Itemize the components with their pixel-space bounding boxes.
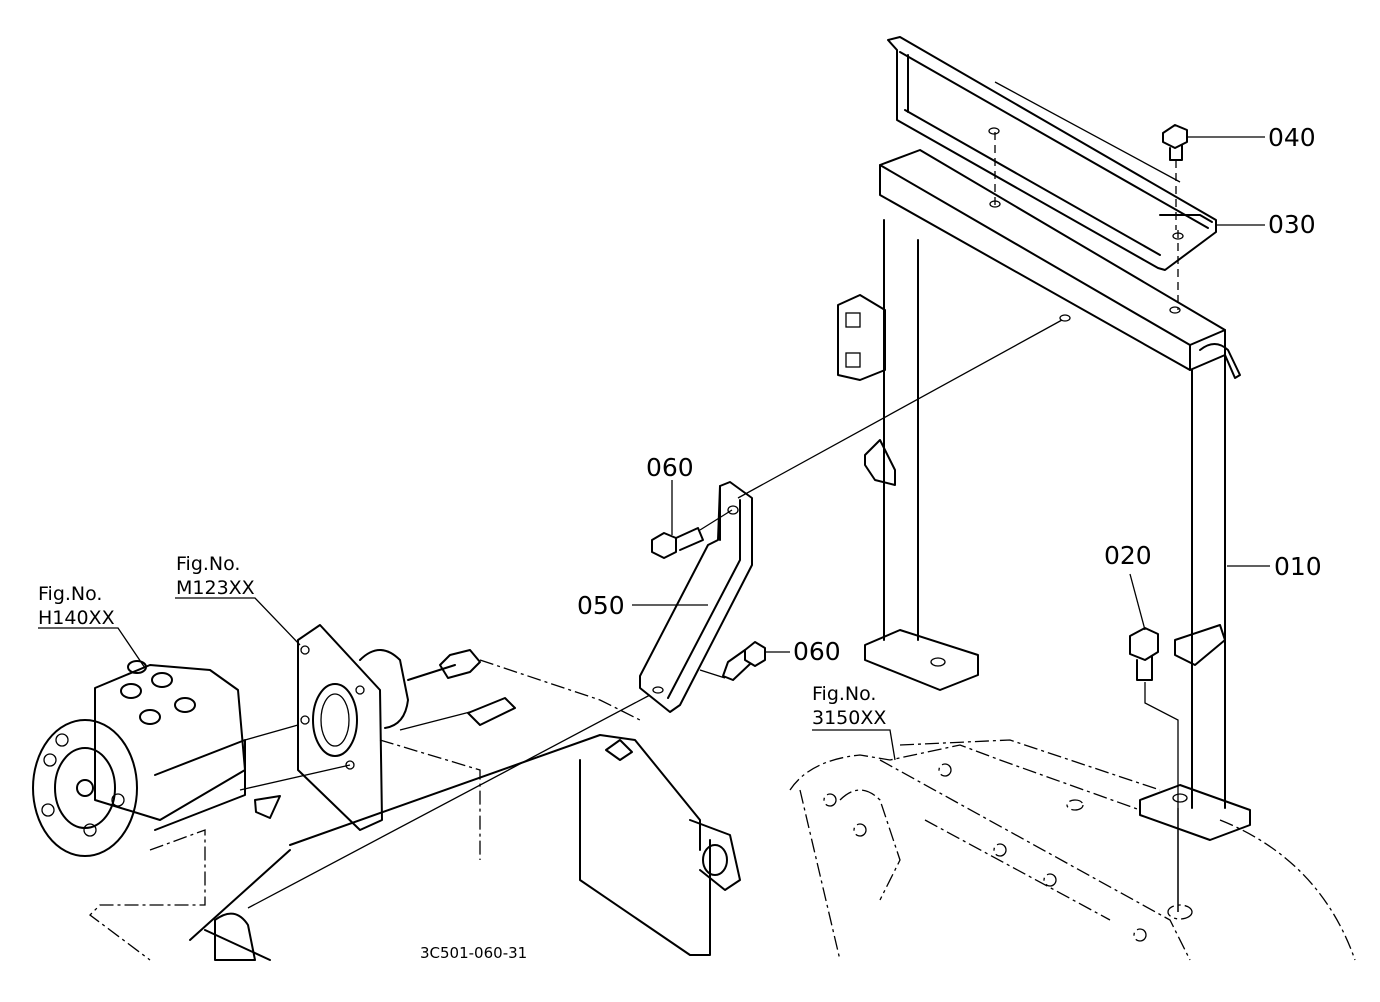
base-bracket — [89, 659, 741, 961]
label-050: 050 — [577, 591, 625, 620]
part-050-stay — [639, 481, 753, 713]
fig-3150-transmission — [789, 739, 1356, 961]
fig-ref-3150-line2: 3150XX — [812, 707, 886, 729]
fig-m123-mounting-plate — [297, 624, 516, 831]
projection-lines — [239, 81, 1181, 912]
label-040: 040 — [1268, 123, 1316, 152]
part-060-bolt-upper — [651, 509, 733, 559]
part-060-bolt-lower — [699, 641, 766, 681]
label-020: 020 — [1104, 541, 1152, 570]
drawing-code: 3C501-060-31 — [420, 944, 527, 962]
part-010-frame — [837, 149, 1251, 841]
leader-lines — [38, 136, 1270, 761]
label-060-lower: 060 — [793, 637, 841, 666]
fig-ref-h140-line1: Fig.No. — [38, 583, 102, 605]
fig-ref-3150-line1: Fig.No. — [812, 683, 876, 705]
fig-ref-m123-line1: Fig.No. — [176, 553, 240, 575]
label-030: 030 — [1268, 210, 1316, 239]
label-010: 010 — [1274, 552, 1322, 581]
fig-ref-h140-line2: H140XX — [38, 607, 115, 629]
part-020-bolt — [1129, 627, 1179, 912]
fig-h140-steering-unit — [32, 660, 281, 857]
part-040-bolt — [1162, 124, 1188, 230]
label-060-upper: 060 — [646, 453, 694, 482]
part-030-bracket — [887, 36, 1217, 271]
fig-ref-m123-line2: M123XX — [176, 577, 255, 599]
